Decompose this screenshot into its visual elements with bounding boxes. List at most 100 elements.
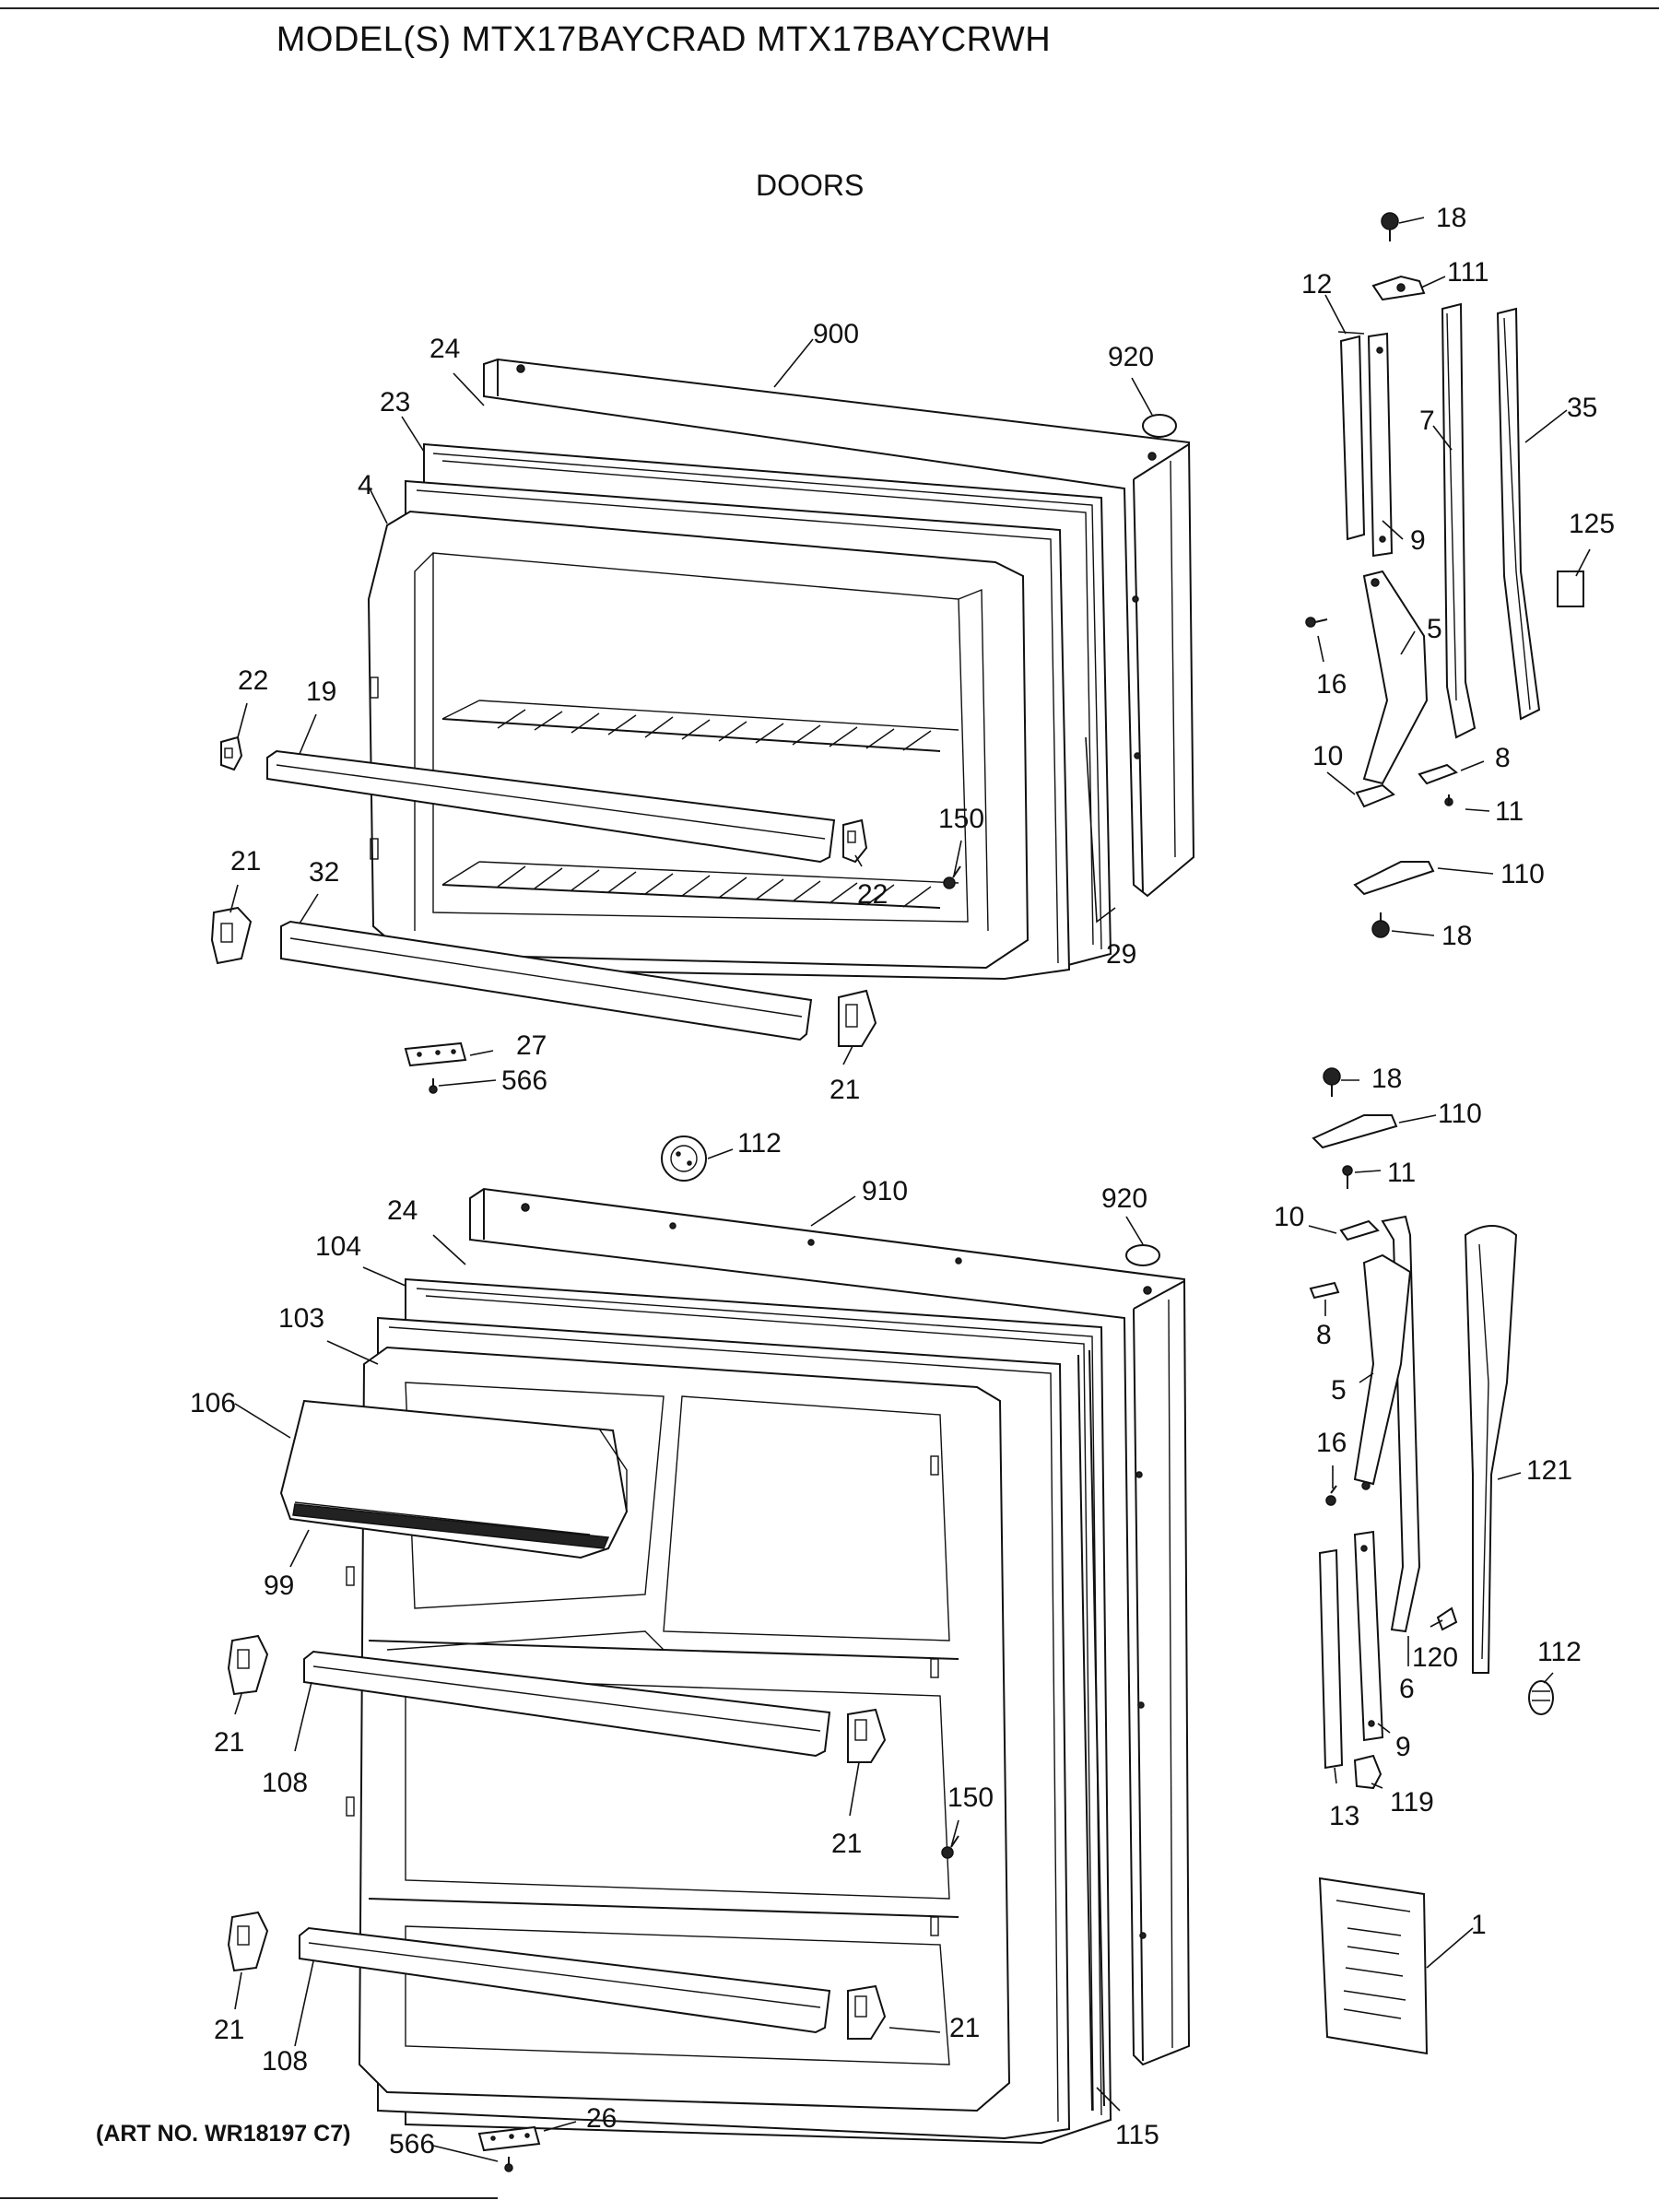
hinge-plate-27: [404, 1041, 467, 1067]
fresh-food-end-cap-right-upper: [847, 1708, 887, 1763]
callout-125: 125: [1569, 509, 1615, 539]
callout-22: 22: [238, 665, 268, 696]
callout-120: 120: [1412, 1642, 1458, 1673]
bar-end-cap-22-right: [842, 818, 868, 864]
callout-106: 106: [190, 1388, 236, 1418]
callout-9: 9: [1410, 525, 1426, 556]
callout-21: 21: [949, 2013, 980, 2043]
callout-23: 23: [380, 387, 410, 418]
screw-18-top-icon: [1381, 212, 1399, 241]
callout-566: 566: [501, 1065, 547, 1096]
callout-112: 112: [1537, 1637, 1582, 1667]
callout-920: 920: [1101, 1183, 1147, 1214]
trim-strip-12: [1337, 331, 1366, 541]
callout-115: 115: [1115, 2120, 1159, 2150]
callout-24: 24: [387, 1195, 418, 1226]
callout-111: 111: [1447, 257, 1489, 288]
hinge-111: [1371, 275, 1426, 301]
callout-121: 121: [1526, 1455, 1572, 1486]
callout-4: 4: [358, 470, 373, 500]
callout-16: 16: [1316, 669, 1347, 700]
plug-112-top: [661, 1135, 707, 1182]
callout-920: 920: [1108, 342, 1154, 372]
screw-18-lower-icon: [1323, 1067, 1341, 1097]
callout-27: 27: [516, 1030, 547, 1061]
bar-end-cap-21-left: [210, 906, 253, 965]
fresh-food-outer-door-panel: [469, 1187, 1191, 2066]
callout-7: 7: [1419, 406, 1435, 436]
callout-6: 6: [1399, 1674, 1415, 1704]
dairy-compartment-door-106: [279, 1399, 629, 1559]
hinge-10-upper: [1355, 783, 1395, 808]
fresh-food-end-cap-left-upper: [227, 1634, 269, 1696]
handle-35: [1496, 307, 1541, 721]
callout-16: 16: [1316, 1428, 1347, 1458]
freezer-door-assembly: [210, 358, 1195, 1094]
screw-16-lower-icon: [1325, 1485, 1337, 1506]
screw-16-upper-icon: [1305, 617, 1328, 628]
callout-18: 18: [1441, 921, 1472, 951]
screw-566-upper-icon: [429, 1078, 438, 1094]
fresh-food-door-assembly: [227, 1135, 1191, 2172]
callout-110: 110: [1438, 1099, 1482, 1129]
callout-1: 1: [1471, 1910, 1487, 1940]
callout-8: 8: [1316, 1320, 1332, 1350]
bar-end-cap-21-right: [838, 989, 877, 1047]
cap-119: [1353, 1754, 1382, 1790]
handle-121: [1464, 1225, 1518, 1674]
callout-566: 566: [389, 2129, 435, 2159]
callout-103: 103: [278, 1303, 324, 1334]
callout-24: 24: [429, 334, 460, 364]
callout-18: 18: [1436, 203, 1466, 233]
callout-10: 10: [1312, 741, 1343, 771]
callout-21: 21: [830, 1075, 860, 1105]
callout-110: 110: [1500, 859, 1545, 889]
callout-150: 150: [947, 1783, 994, 1813]
callout-104: 104: [315, 1231, 361, 1262]
callout-18: 18: [1371, 1064, 1402, 1094]
callout-5: 5: [1331, 1375, 1347, 1406]
callout-35: 35: [1567, 393, 1597, 423]
manual-1: [1318, 1877, 1429, 2055]
screw-120-icon: [1436, 1606, 1458, 1631]
section-title: DOORS: [756, 169, 865, 202]
plug-920-upper: [1142, 414, 1177, 438]
callout-12: 12: [1301, 269, 1332, 300]
callout-21: 21: [214, 1727, 244, 1758]
callout-22: 22: [857, 879, 888, 910]
hinge-10-lower: [1339, 1219, 1380, 1241]
callout-5: 5: [1427, 614, 1442, 644]
plug-920-lower: [1125, 1244, 1160, 1266]
freezer-outer-door-panel: [483, 358, 1195, 898]
callout-11: 11: [1387, 1158, 1416, 1188]
callout-11: 11: [1495, 796, 1524, 827]
callout-10: 10: [1274, 1202, 1304, 1232]
handle-5-lower: [1353, 1253, 1412, 1490]
handle-5-upper: [1362, 570, 1429, 785]
freezer-shelf-bar-upper: [266, 749, 836, 864]
fresh-food-end-cap-right-lower: [847, 1984, 887, 2040]
callout-29: 29: [1106, 939, 1136, 970]
bottom-rule: [0, 2197, 498, 2199]
callout-32: 32: [309, 857, 339, 888]
screw-18-mid-icon: [1371, 912, 1390, 938]
callout-910: 910: [862, 1176, 908, 1206]
callout-13: 13: [1329, 1801, 1359, 1831]
callout-99: 99: [264, 1571, 294, 1601]
page-title: MODEL(S) MTX17BAYCRAD MTX17BAYCRWH: [276, 20, 1052, 59]
hinge-plate-26: [477, 2125, 541, 2152]
screw-11-lower-icon: [1342, 1165, 1353, 1189]
hinge-110-lower: [1312, 1114, 1398, 1149]
callout-119: 119: [1390, 1787, 1434, 1818]
trim-strip-9: [1367, 332, 1394, 558]
upper-hinge-hardware: [1305, 212, 1584, 938]
leader-lines: [229, 217, 1591, 2162]
lower-hinge-hardware: [1309, 1067, 1554, 2055]
callout-26: 26: [586, 2103, 617, 2134]
freezer-door-liner: [367, 510, 1030, 970]
screw-11-upper-icon: [1444, 794, 1453, 806]
handle-trim-7: [1441, 302, 1477, 739]
fresh-food-door-bar-upper: [303, 1650, 831, 1758]
fresh-food-door-bar-lower: [299, 1926, 831, 2034]
